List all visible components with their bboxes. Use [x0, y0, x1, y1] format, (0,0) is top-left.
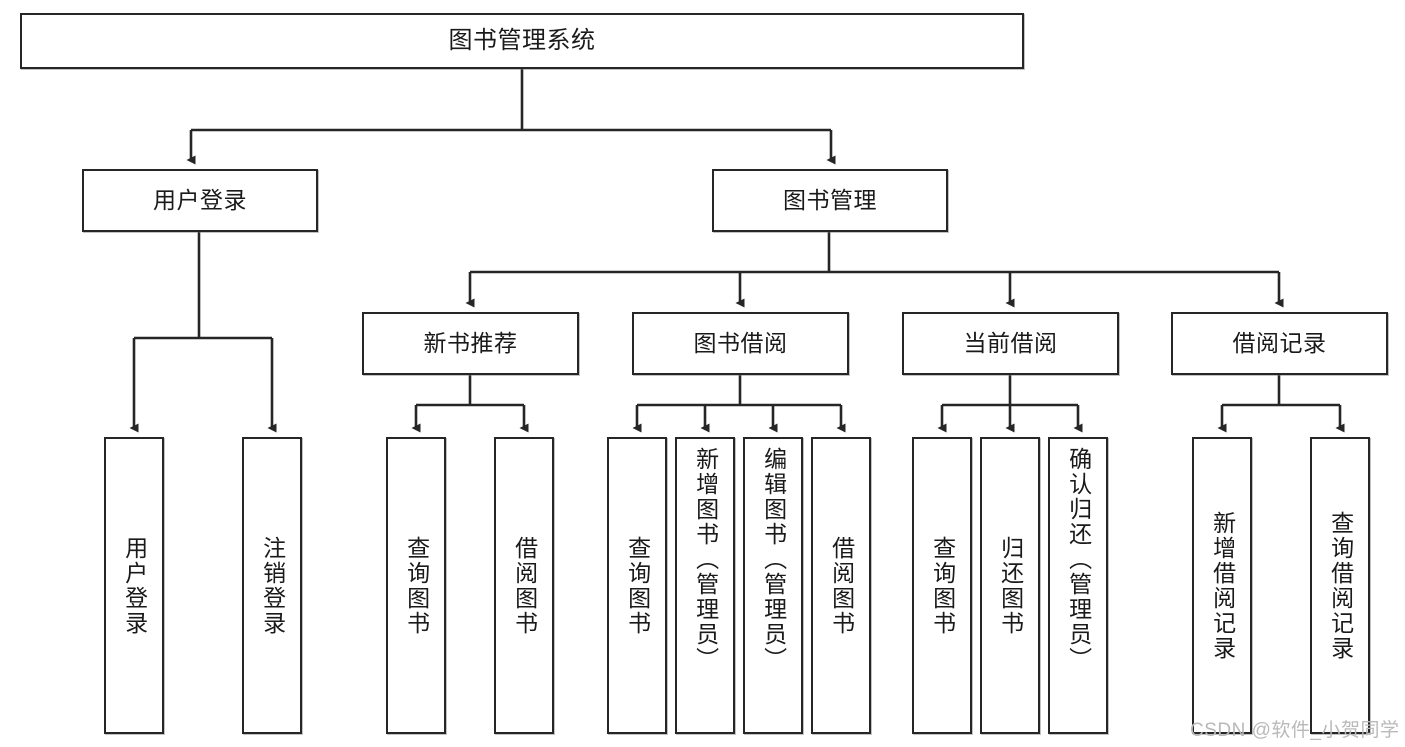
node-current-borrow[interactable]: 当前借阅 — [902, 312, 1119, 375]
watermark-text: CSDN @软件_小贺同学 — [1190, 720, 1400, 741]
node-label: 注销登录 — [259, 535, 286, 636]
leaf-current-confirm-return-admin[interactable]: 确认归还（管理员） — [1048, 437, 1108, 734]
leaf-borrow-edit-book-admin[interactable]: 编辑图书（管理员） — [743, 437, 803, 734]
node-label: 图书管理系统 — [448, 26, 596, 54]
leaf-current-query-book[interactable]: 查询图书 — [912, 437, 972, 734]
node-label: 确认归还（管理员） — [1065, 447, 1092, 672]
node-label: 当前借阅 — [963, 329, 1058, 356]
leaf-borrow-add-book-admin[interactable]: 新增图书（管理员） — [675, 437, 735, 734]
node-book-management[interactable]: 图书管理 — [712, 169, 948, 232]
node-label: 查询图书 — [929, 535, 956, 636]
node-label: 用户登录 — [153, 186, 247, 213]
node-label: 查询图书 — [403, 535, 430, 636]
node-new-book-recommend[interactable]: 新书推荐 — [362, 312, 579, 375]
leaf-recommend-borrow-book[interactable]: 借阅图书 — [494, 437, 554, 734]
node-label: 用户登录 — [121, 535, 148, 636]
leaf-record-add-record[interactable]: 新增借阅记录 — [1192, 437, 1252, 734]
leaf-record-query-record[interactable]: 查询借阅记录 — [1310, 437, 1370, 734]
node-label: 借阅图书 — [511, 535, 538, 636]
leaf-recommend-query-book[interactable]: 查询图书 — [386, 437, 446, 734]
node-label: 新增图书（管理员） — [692, 447, 719, 672]
node-root-system[interactable]: 图书管理系统 — [20, 13, 1024, 69]
node-label: 借阅记录 — [1232, 329, 1327, 356]
node-borrow-record[interactable]: 借阅记录 — [1171, 312, 1388, 375]
node-label: 借阅图书 — [828, 535, 855, 636]
node-user-login[interactable]: 用户登录 — [82, 169, 318, 232]
node-label: 新增借阅记录 — [1209, 510, 1236, 661]
node-label: 查询借阅记录 — [1327, 510, 1354, 661]
node-label: 归还图书 — [997, 535, 1024, 636]
node-label: 编辑图书（管理员） — [760, 447, 787, 672]
leaf-borrow-borrow-book[interactable]: 借阅图书 — [811, 437, 871, 734]
node-label: 图书管理 — [783, 186, 877, 213]
node-book-borrow[interactable]: 图书借阅 — [632, 312, 849, 375]
leaf-user-login-logout[interactable]: 注销登录 — [242, 437, 302, 734]
leaf-borrow-query-book[interactable]: 查询图书 — [607, 437, 667, 734]
leaf-user-login-login[interactable]: 用户登录 — [104, 437, 164, 734]
node-label: 图书借阅 — [693, 329, 788, 356]
node-label: 新书推荐 — [423, 329, 518, 356]
leaf-current-return-book[interactable]: 归还图书 — [980, 437, 1040, 734]
node-label: 查询图书 — [624, 535, 651, 636]
